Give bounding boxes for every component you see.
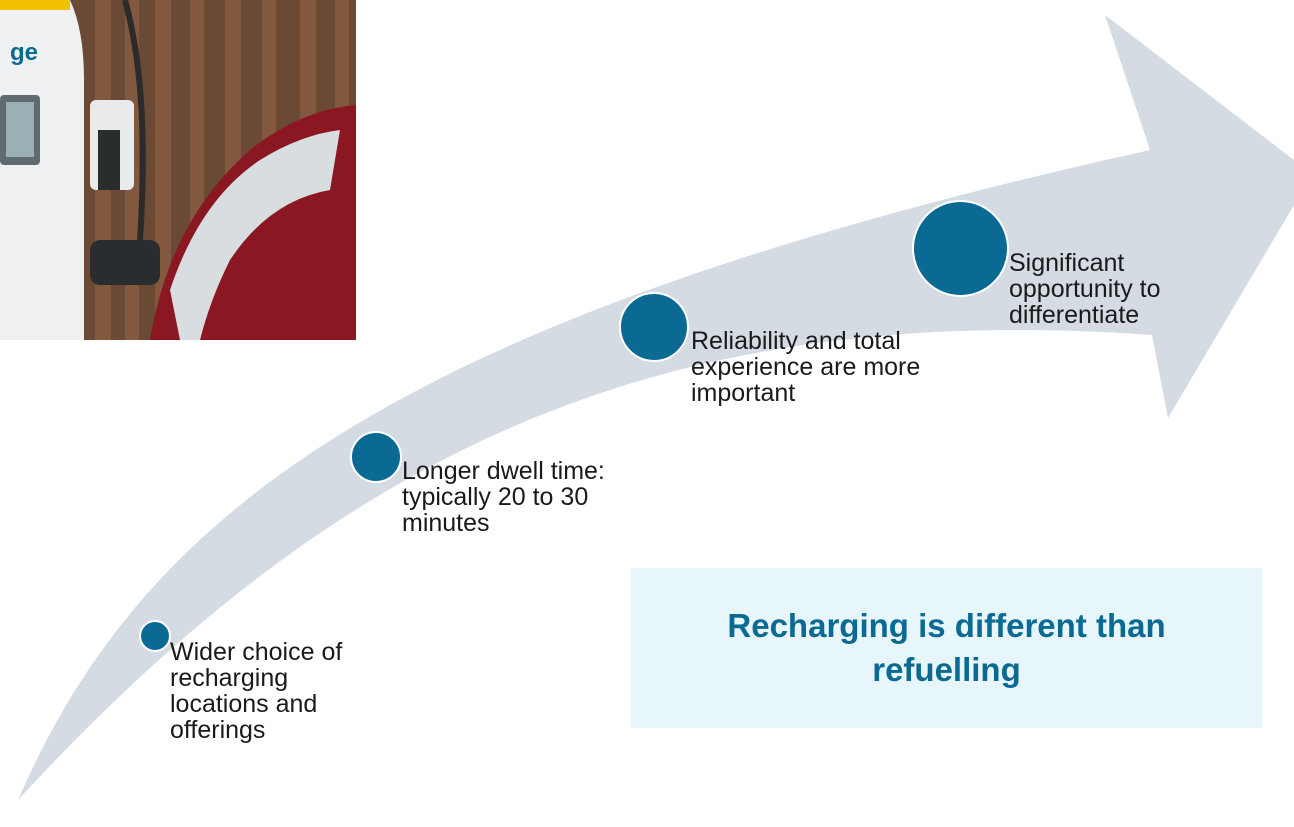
step-3-label: Reliability and total experience are mor… — [691, 327, 921, 407]
step-1-dot — [139, 620, 171, 652]
step-4-label: Significant opportunity to differentiate — [1009, 249, 1161, 329]
step-1-label: Wider choice of recharging locations and… — [170, 638, 343, 744]
step-2-dot — [350, 431, 402, 483]
step-4-dot — [912, 200, 1009, 297]
callout-text: Recharging is different than refuelling — [727, 607, 1166, 688]
step-2-label: Longer dwell time: typically 20 to 30 mi… — [402, 457, 605, 537]
step-3-dot — [619, 292, 689, 362]
charger-brand-text: ge — [10, 39, 38, 66]
callout-box: Recharging is different than refuelling — [631, 568, 1262, 728]
ev-charger-photo: ge — [0, 0, 356, 340]
